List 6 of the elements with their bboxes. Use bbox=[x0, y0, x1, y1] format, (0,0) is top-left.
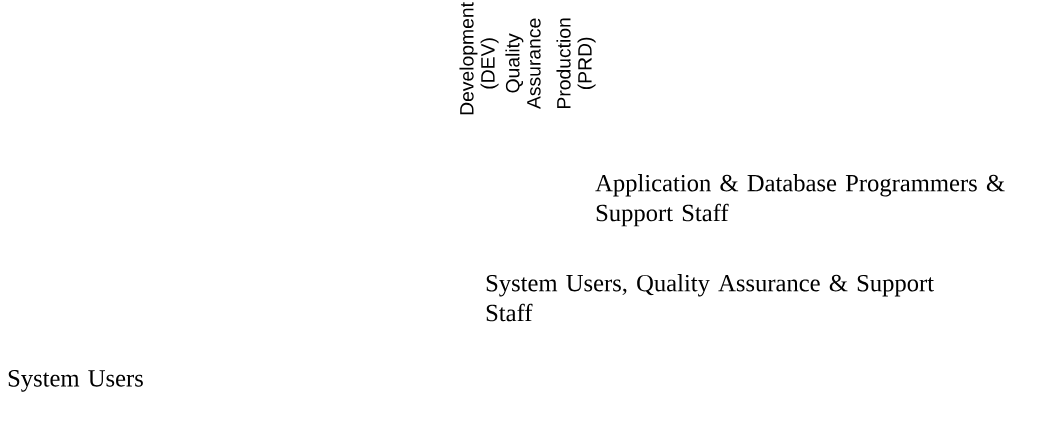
text-label: Application & Database Programmers & Support Staff bbox=[595, 174, 1005, 227]
rotated-label: Development (DEV) bbox=[459, 2, 499, 115]
text-label: System Users, Quality Assurance & Support Staff bbox=[486, 274, 934, 322]
rotated-label: Production (PRD) bbox=[556, 18, 596, 108]
rotated-label: Quality Assurance bbox=[505, 18, 541, 110]
text-label: System Users bbox=[8, 370, 143, 392]
